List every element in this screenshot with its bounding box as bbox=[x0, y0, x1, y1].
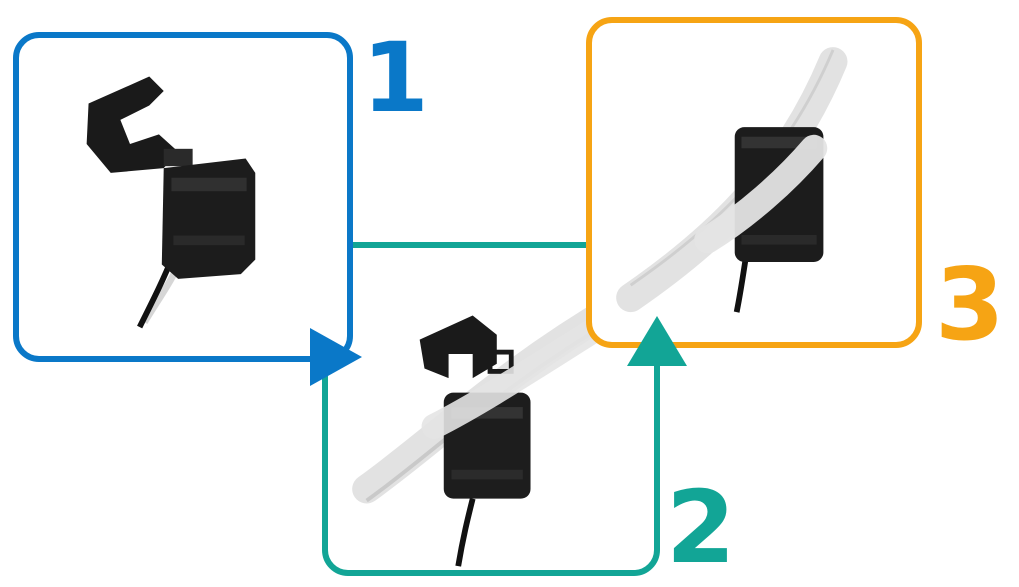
step-1-number: 1 bbox=[362, 22, 429, 134]
clamp-closed-on-cable-icon bbox=[616, 47, 848, 313]
step-3-number: 3 bbox=[935, 246, 1005, 363]
step-3-panel bbox=[586, 17, 922, 348]
step-1-panel bbox=[13, 32, 353, 362]
clamp-open-icon bbox=[86, 76, 256, 329]
step-2-number: 2 bbox=[666, 469, 736, 586]
